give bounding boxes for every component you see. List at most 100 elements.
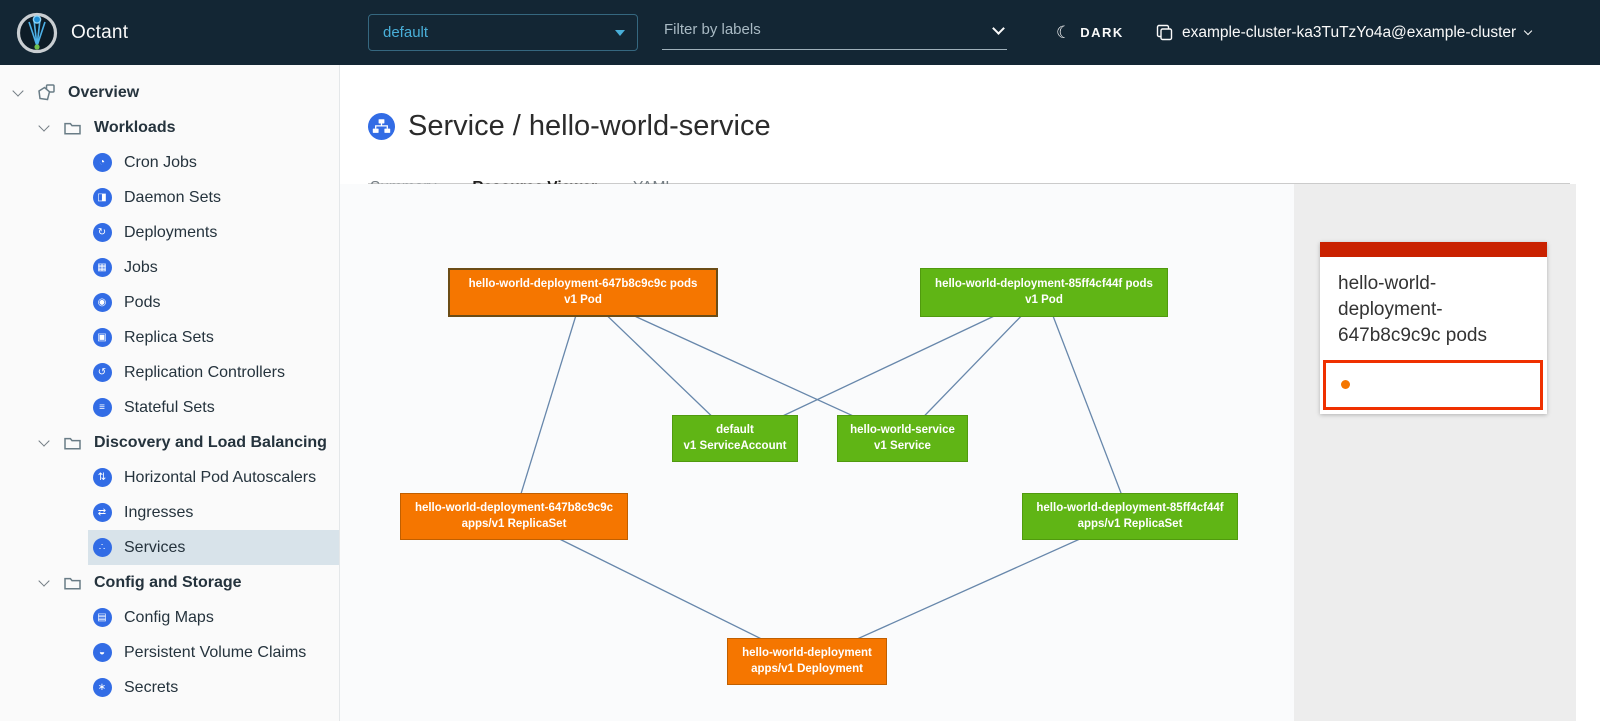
right-gutter xyxy=(1576,184,1600,721)
sidebar-item-label: Discovery and Load Balancing xyxy=(94,433,327,451)
cluster-selector[interactable]: example-cluster-ka3TuTzYo4a@example-clus… xyxy=(1156,0,1533,65)
sidebar-item-overview[interactable]: Overview xyxy=(0,75,339,110)
pods-icon: ◉ xyxy=(92,293,112,312)
sidebar-item-config-maps[interactable]: ▤ Config Maps xyxy=(88,600,339,635)
sidebar-item-label: Config and Storage xyxy=(94,573,242,591)
sidebar-item-label: Replication Controllers xyxy=(124,363,285,381)
sidebar-item-label: Replica Sets xyxy=(124,328,214,346)
page-title: Service / hello-world-service xyxy=(408,110,771,143)
app-title: Octant xyxy=(71,21,129,43)
sidebar-item-label: Persistent Volume Claims xyxy=(124,643,307,661)
sidebar-item-label: Workloads xyxy=(94,118,176,136)
node-kind: v1 ServiceAccount xyxy=(683,439,787,452)
sidebar-item-label: Services xyxy=(124,538,186,556)
folder-icon xyxy=(63,437,81,450)
node-name: hello-world-deployment-647b8c9c9c pods xyxy=(468,277,698,290)
node-kind: v1 Service xyxy=(874,439,931,452)
app-header: Octant default ☾ DARK example-cluster-ka… xyxy=(0,0,1600,65)
resource-graph: hello-world-deployment-647b8c9c9c pods v1… xyxy=(340,184,1294,721)
node-kind: apps/v1 ReplicaSet xyxy=(461,517,567,530)
node-name: hello-world-deployment-85ff4cf44f pods xyxy=(935,277,1153,290)
sidebar-item-label: Secrets xyxy=(124,678,179,696)
sidebar-item-horizontal-pod-autoscalers[interactable]: ⇅ Horizontal Pod Autoscalers xyxy=(88,460,339,495)
sidebar-item-persistent-volume-claims[interactable]: ◒Persistent Volume Claims xyxy=(88,635,339,670)
graph-node-pod-85f[interactable]: hello-world-deployment-85ff4cf44f pods v1… xyxy=(920,268,1168,317)
sidebar-item-label: Deployments xyxy=(124,223,218,241)
chevron-down-icon[interactable] xyxy=(38,119,50,132)
sidebar-item-secrets[interactable]: ∗Secrets xyxy=(88,670,339,705)
sidebar-item-label: Pods xyxy=(124,293,161,311)
card-accent-bar xyxy=(1320,242,1547,257)
services-icon: ∴ xyxy=(92,538,112,557)
jobs-icon: ▦ xyxy=(92,258,112,277)
replica-sets-icon: ▣ xyxy=(92,328,112,347)
sidebar-item-label: Horizontal Pod Autoscalers xyxy=(124,468,317,486)
replication-controllers-icon: ↺ xyxy=(92,363,112,382)
content-header: Service / hello-world-service SummaryRes… xyxy=(368,65,1570,209)
chevron-down-icon[interactable] xyxy=(12,84,24,97)
chevron-down-icon[interactable] xyxy=(38,434,50,447)
graph-node-rs-647[interactable]: hello-world-deployment-647b8c9c9c apps/v1… xyxy=(400,493,628,540)
ingresses-icon: ⇄ xyxy=(92,503,112,522)
sidebar-item-deployments[interactable]: ↻Deployments xyxy=(88,215,339,250)
sidebar-item-pods[interactable]: ◉ Pods xyxy=(88,285,339,320)
card-title: hello-world-deployment-647b8c9c9c pods xyxy=(1338,273,1487,347)
folder-icon xyxy=(63,577,81,590)
sidebar-item-replica-sets[interactable]: ▣ Replica Sets xyxy=(88,320,339,355)
sidebar-item-daemon-sets[interactable]: ◨ Daemon Sets xyxy=(88,180,339,215)
chevron-down-icon[interactable] xyxy=(992,22,1005,35)
brand: Octant xyxy=(16,0,128,65)
folder-icon xyxy=(63,122,81,135)
sidebar-item-discovery-and-load-balancing[interactable]: Discovery and Load Balancing xyxy=(0,425,339,460)
sidebar-item-label: Config Maps xyxy=(124,608,214,626)
graph-node-svc-hello[interactable]: hello-world-service v1 Service xyxy=(837,415,968,462)
sidebar-item-label: Jobs xyxy=(124,258,158,276)
horizontal-pod-autoscalers-icon: ⇅ xyxy=(92,468,112,487)
namespace-value: default xyxy=(383,24,429,41)
theme-toggle[interactable]: ☾ DARK xyxy=(1056,0,1124,65)
octant-logo xyxy=(16,12,58,53)
sidebar-item-label: Cron Jobs xyxy=(124,153,197,171)
detail-panel: hello-world-deployment-647b8c9c9c pods xyxy=(1294,184,1576,721)
graph-node-sa-default[interactable]: default v1 ServiceAccount xyxy=(672,415,798,462)
stateful-sets-icon: ≡ xyxy=(92,398,112,417)
main-content: Service / hello-world-service SummaryRes… xyxy=(340,65,1600,721)
status-dot xyxy=(1341,380,1350,390)
overview-icon xyxy=(37,84,55,101)
daemon-sets-icon: ◨ xyxy=(92,188,112,207)
node-name: default xyxy=(716,423,754,436)
cron-jobs-icon: ◔ xyxy=(92,153,112,172)
sidebar-item-services[interactable]: ∴ Services xyxy=(88,530,339,565)
sidebar-item-label: Daemon Sets xyxy=(124,188,221,206)
graph-node-pod-647[interactable]: hello-world-deployment-647b8c9c9c pods v1… xyxy=(448,268,718,317)
sidebar-item-jobs[interactable]: ▦ Jobs xyxy=(88,250,339,285)
sidebar-item-replication-controllers[interactable]: ↺ Replication Controllers xyxy=(88,355,339,390)
graph-node-deploy[interactable]: hello-world-deployment apps/v1 Deployment xyxy=(727,638,887,685)
theme-toggle-label: DARK xyxy=(1080,25,1124,40)
node-kind: v1 Pod xyxy=(564,293,602,306)
filter-input[interactable] xyxy=(662,21,994,44)
sidebar-item-ingresses[interactable]: ⇄ Ingresses xyxy=(88,495,339,530)
cluster-chevron-icon xyxy=(1523,26,1533,36)
cluster-label: example-cluster-ka3TuTzYo4a@example-clus… xyxy=(1182,23,1517,41)
chevron-down-icon[interactable] xyxy=(38,574,50,587)
cluster-icon xyxy=(1156,24,1173,41)
sidebar-item-cron-jobs[interactable]: ◔ Cron Jobs xyxy=(88,145,339,180)
sidebar-item-stateful-sets[interactable]: ≡Stateful Sets xyxy=(88,390,339,425)
sidebar-item-config-and-storage[interactable]: Config and Storage xyxy=(0,565,339,600)
label-filter xyxy=(662,16,1007,50)
node-kind: apps/v1 Deployment xyxy=(751,662,863,675)
sidebar-item-workloads[interactable]: Workloads xyxy=(0,110,339,145)
node-name: hello-world-deployment-647b8c9c9c xyxy=(414,501,614,514)
node-name: hello-world-deployment xyxy=(742,646,872,659)
sidebar-item-label: Ingresses xyxy=(124,503,194,521)
sidebar-item-label: Overview xyxy=(68,83,140,101)
config-maps-icon: ▤ xyxy=(92,608,112,627)
namespace-dropdown[interactable]: default xyxy=(368,14,638,51)
node-kind: v1 Pod xyxy=(1025,293,1063,306)
dropdown-caret-icon xyxy=(615,29,625,36)
node-name: hello-world-service xyxy=(850,423,955,436)
